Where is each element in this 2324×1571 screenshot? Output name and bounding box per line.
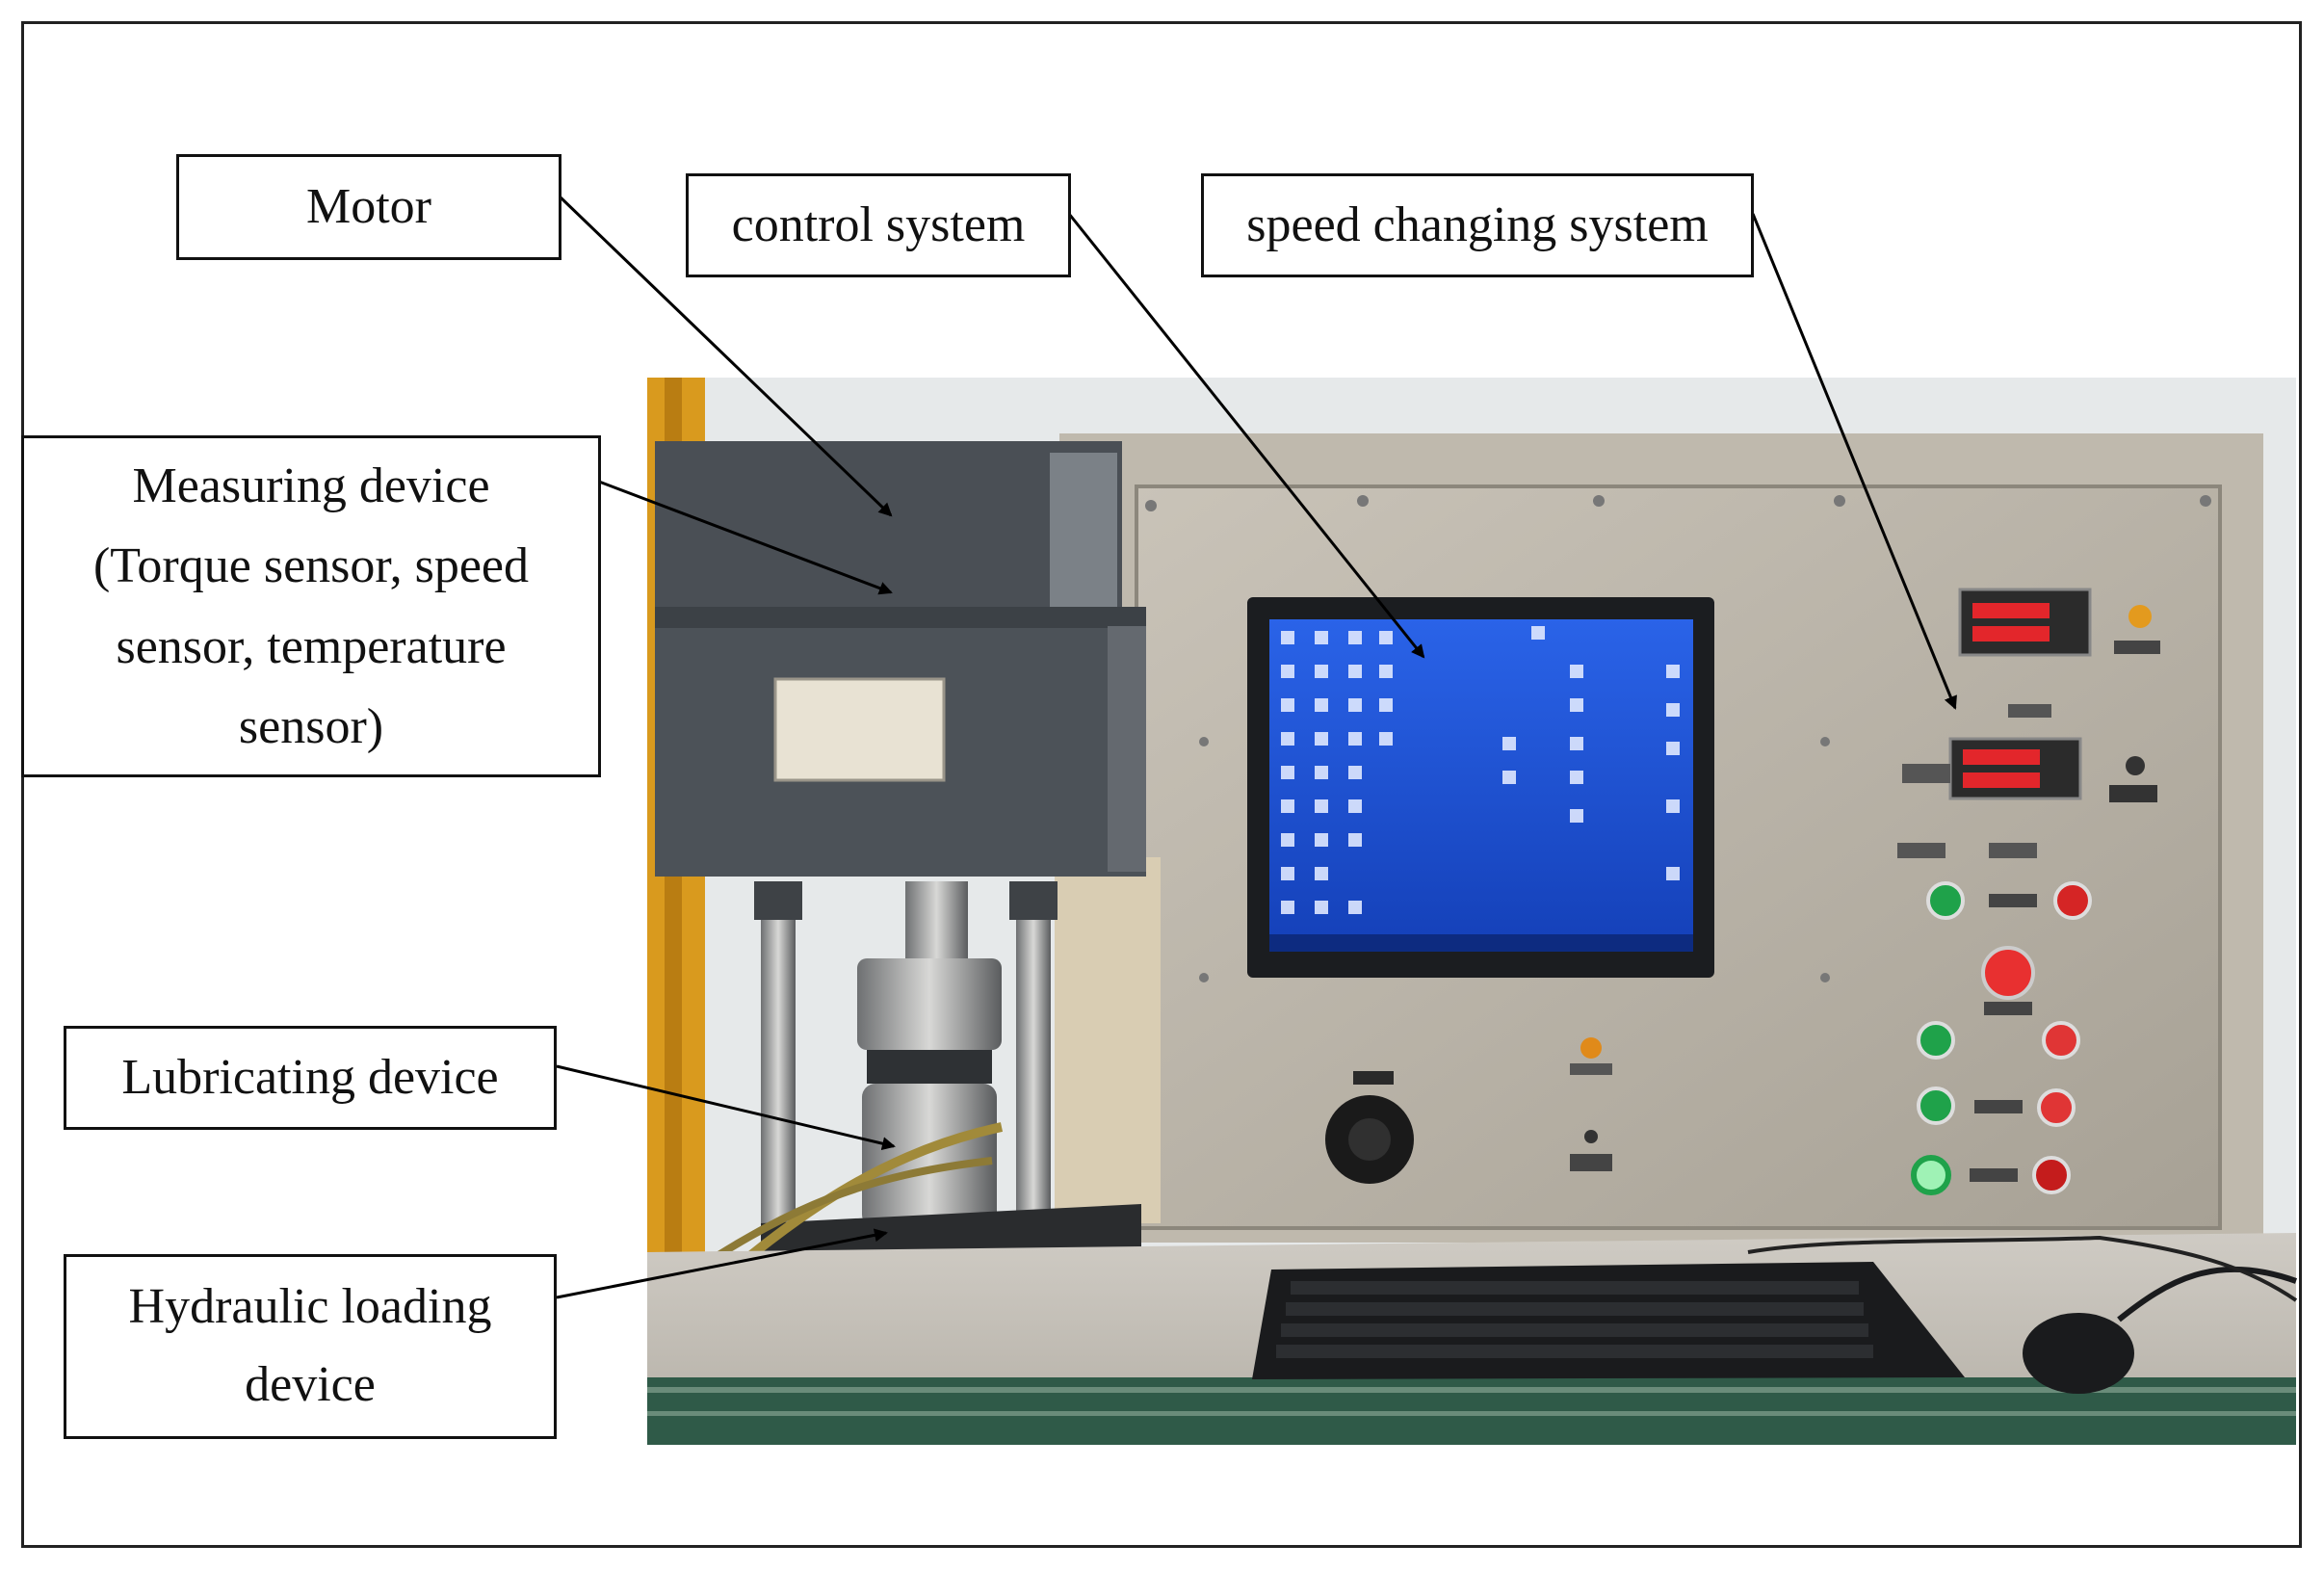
column-right <box>1016 881 1051 1247</box>
label-lubricating-device: Lubricating device <box>64 1026 557 1130</box>
label-motor-text: Motor <box>306 178 431 234</box>
label-control-system-text: control system <box>731 196 1026 252</box>
desktop-icons <box>1281 626 1680 914</box>
label-hydraulic-loading-device-line-2: device <box>245 1357 376 1412</box>
label-lubricating-device-text: Lubricating device <box>121 1049 499 1105</box>
label-measuring-device-line-2: (Torque sensor, speed <box>92 538 530 594</box>
digital-meter-bottom <box>1948 737 2082 800</box>
digital-meter-top <box>1958 588 2092 657</box>
label-speed-changing-system-text: speed changing system <box>1246 196 1709 252</box>
monitor-screen <box>1269 619 1693 952</box>
panel-buttons <box>1911 881 2092 1195</box>
column-left <box>761 881 796 1247</box>
label-speed-changing-system: speed changing system <box>1201 173 1754 277</box>
label-measuring-device: Measuring device (Torque sensor, speed s… <box>21 435 601 777</box>
label-hydraulic-loading-device: Hydraulic loading device <box>64 1254 557 1439</box>
coupling <box>857 958 1002 1050</box>
label-motor: Motor <box>176 154 561 260</box>
label-hydraulic-loading-device-line-1: Hydraulic loading <box>128 1279 492 1335</box>
label-measuring-device-line-4: sensor) <box>238 698 384 754</box>
label-control-system: control system <box>686 173 1071 277</box>
label-measuring-device-line-3: sensor, temperature <box>116 618 507 674</box>
mouse <box>2023 1313 2134 1394</box>
bearing-housing <box>862 1084 997 1228</box>
label-measuring-device-line-1: Measuring device <box>132 458 490 514</box>
keyboard <box>1252 1262 1965 1379</box>
